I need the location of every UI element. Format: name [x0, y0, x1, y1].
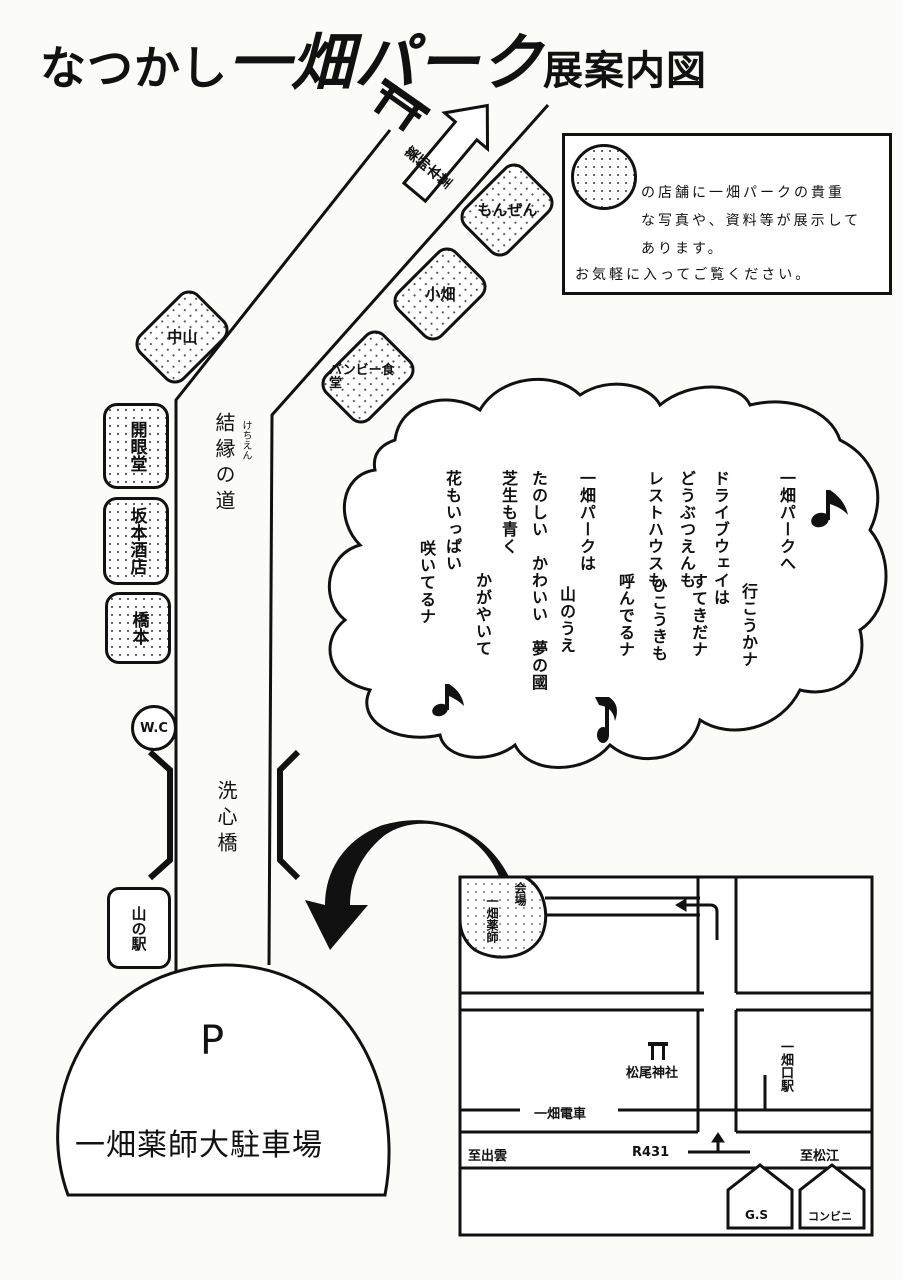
parking-name: 一畑薬師大駐車場: [75, 1128, 323, 1163]
notice-line-1: の店舗に一畑パークの貴重: [641, 185, 845, 201]
notice-line-4: お気軽に入ってご覧ください。: [575, 267, 813, 283]
song-cloud: [328, 377, 888, 769]
title-prefix: なつかし: [40, 41, 228, 95]
main-road: [174, 104, 550, 975]
lyric-line: 芝生も青く: [499, 470, 518, 555]
road-label-ketsuen: 結縁の道: [212, 412, 236, 516]
inset-map: [458, 875, 874, 1237]
torii-gate-icon: [373, 77, 431, 132]
lyric-line: レストハウスも: [645, 470, 664, 589]
lyric-line: すてきだナ: [689, 573, 708, 658]
inset-gas-station: G.S: [745, 1208, 769, 1222]
lyric-line: かがやいて: [473, 572, 492, 657]
road-label-ruby: けちえん: [240, 420, 251, 460]
lyric-line: 呼んでるナ: [616, 573, 635, 658]
lyric-line: 花もいっぱい: [443, 470, 462, 572]
music-note-icon: [432, 490, 848, 743]
notice-box: の店舗に一畑パークの貴重 な写真や、資料等が展示して あります。 お気軽に入って…: [562, 133, 892, 295]
title-suffix: 展案内図: [543, 48, 708, 94]
bridge-rails: [147, 749, 301, 881]
parking-area: [56, 963, 391, 1197]
lyric-line: 咲いてるナ: [417, 540, 436, 625]
inset-station: 一畑口駅: [778, 1040, 793, 1092]
dotted-circle-legend-icon: [571, 144, 637, 210]
lyric-line: ひこうきも: [649, 577, 668, 662]
inset-to-matsue: 至松江: [800, 1149, 840, 1164]
inset-convenience-store: コンビニ: [808, 1210, 852, 1223]
inset-shrine: 松尾神社: [626, 1066, 679, 1081]
lyric-line: ドライブウェイは: [711, 470, 730, 606]
lyric-line: たのしい かわいい 夢の國: [529, 470, 548, 691]
lyric-line: どうぶつえんも: [677, 470, 696, 589]
direction-arrow: [401, 103, 490, 204]
lyric-line: 一畑パークへ: [777, 470, 796, 572]
notice-line-3: あります。: [641, 241, 725, 257]
lyric-line: 山のうえ: [557, 586, 576, 654]
restroom-marker[interactable]: W.C: [131, 705, 177, 751]
bridge-label: 洗心橋: [214, 780, 238, 858]
lyric-line: 一畑パークは: [577, 470, 596, 572]
title-highlight: 一畑パーク: [228, 26, 544, 99]
shop-kaigando[interactable]: 開眼堂: [103, 403, 169, 489]
curved-arrow: [305, 820, 515, 950]
shop-hashimoto[interactable]: 橋本: [105, 592, 171, 664]
inset-venue-tag: 会場: [513, 882, 527, 906]
inset-route: R431: [632, 1145, 670, 1160]
bridge-rail-left: [147, 749, 173, 881]
bridge-rail-right: [277, 749, 301, 881]
yama-no-eki[interactable]: 山の駅: [107, 887, 171, 969]
road-left-edge: [174, 129, 392, 975]
inset-railway: 一畑電車: [534, 1107, 587, 1122]
parking-symbol: P: [200, 1018, 225, 1064]
road-right-edge: [267, 104, 550, 966]
inset-venue: 一畑薬師: [485, 895, 499, 943]
notice-line-2: な写真や、資料等が展示して: [641, 213, 862, 229]
lyric-line: 行こうかナ: [739, 583, 758, 668]
shop-sakamoto-saketen[interactable]: 坂本酒店: [103, 497, 169, 585]
page-title: なつかし一畑パーク展案内図: [40, 12, 707, 102]
inset-to-izumo: 至出雲: [468, 1149, 508, 1164]
